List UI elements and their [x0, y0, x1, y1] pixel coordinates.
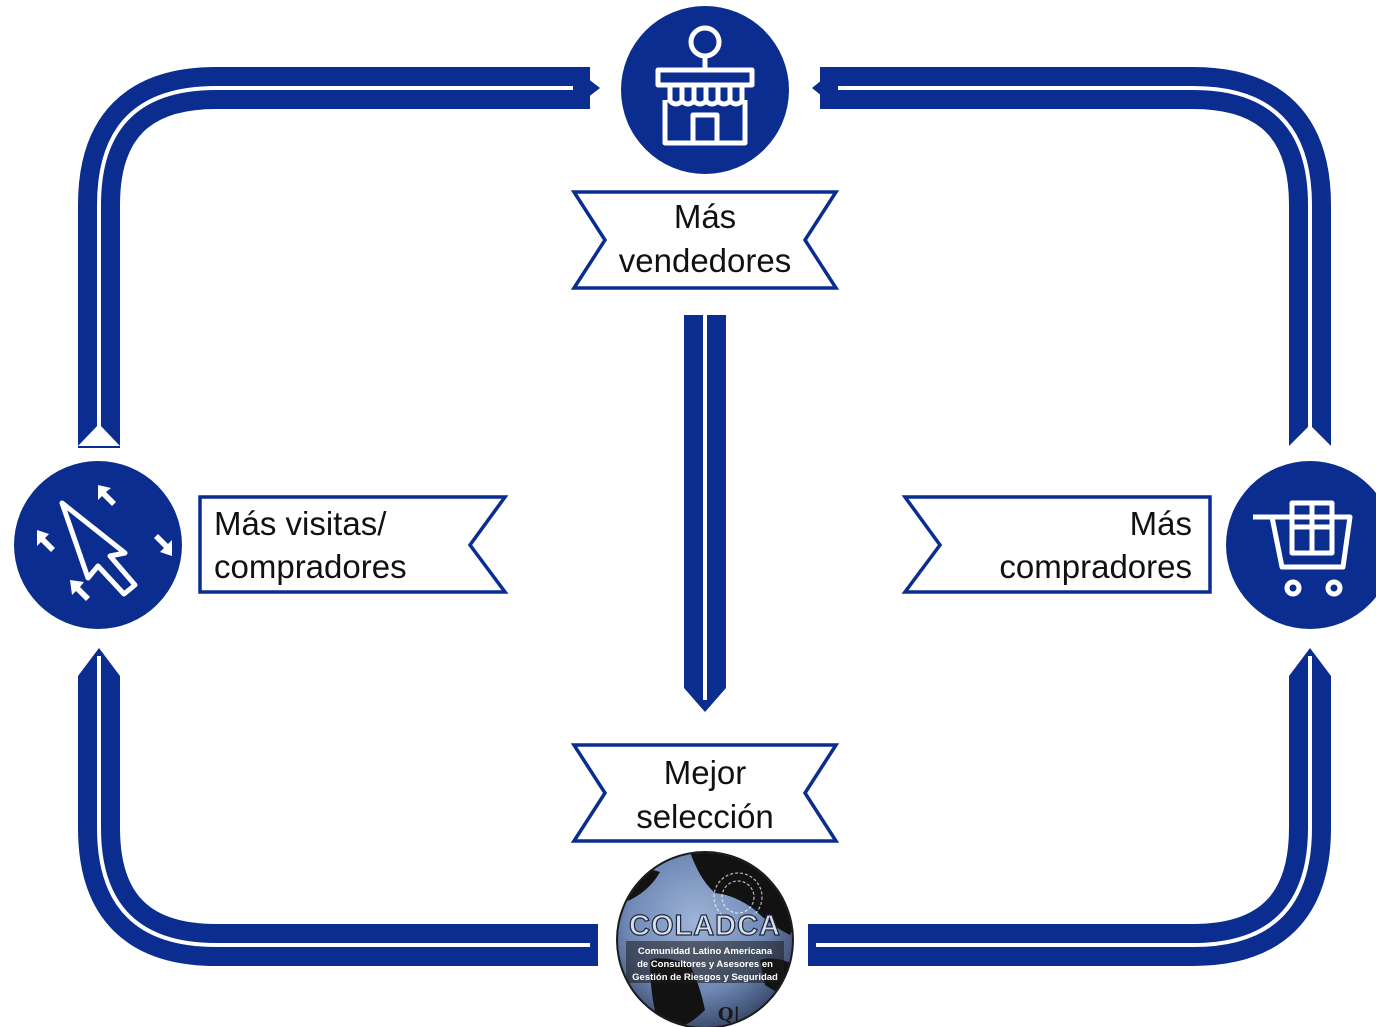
- label-bottom-line-2: selección: [636, 798, 774, 835]
- center-arrow-down: [684, 315, 726, 712]
- logo-mark: Q|: [718, 1004, 740, 1025]
- node-right: [1226, 461, 1376, 629]
- label-left-line-1: Más visitas/: [214, 505, 387, 542]
- label-bottom: Mejor selección: [570, 743, 840, 843]
- arrowhead-up-bottom-right-2: [1310, 648, 1331, 676]
- label-left: Más visitas/ compradores: [198, 495, 509, 594]
- node-top: [621, 6, 789, 174]
- cursor-arrows-icon: [37, 485, 172, 601]
- globe-logo: COLADCA Comunidad Latino Americana de Co…: [618, 853, 792, 1027]
- arrowhead-up-bottom-left: [78, 648, 99, 676]
- arrowhead-up-left: [78, 424, 120, 446]
- loop-track-bottom-left: [78, 648, 598, 966]
- loop-track-top-left: [78, 67, 600, 448]
- shopping-cart-icon: [1253, 500, 1353, 597]
- arrowhead-up-bottom-right: [1289, 648, 1310, 676]
- arrowhead-down-right: [1289, 425, 1331, 446]
- loop-track-bottom-right: [808, 648, 1331, 966]
- label-right-line-1: Más: [1130, 505, 1192, 542]
- label-top-line-1: Más: [674, 198, 736, 235]
- label-top: Más vendedores: [570, 190, 840, 290]
- logo-line-1: Comunidad Latino Americana: [638, 946, 773, 957]
- label-left-line-2: compradores: [214, 548, 407, 585]
- node-bottom: COLADCA Comunidad Latino Americana de Co…: [616, 851, 794, 1027]
- label-right: Más compradores: [901, 495, 1212, 594]
- loop-track-top-right: [812, 67, 1331, 446]
- logo-line-2: de Consultores y Asesores en: [637, 959, 773, 970]
- storefront-icon: [655, 25, 755, 146]
- label-top-line-2: vendedores: [619, 242, 791, 279]
- label-bottom-line-1: Mejor: [664, 754, 747, 791]
- node-left: [14, 461, 182, 629]
- label-right-line-2: compradores: [999, 548, 1192, 585]
- arrowhead-left-top-right: [812, 67, 838, 109]
- arrowhead-right-top-left: [573, 67, 600, 109]
- logo-title: COLADCA: [629, 910, 781, 942]
- arrowhead-up-bottom-left-2: [99, 648, 120, 676]
- logo-line-3: Gestión de Riesgos y Seguridad: [632, 972, 778, 983]
